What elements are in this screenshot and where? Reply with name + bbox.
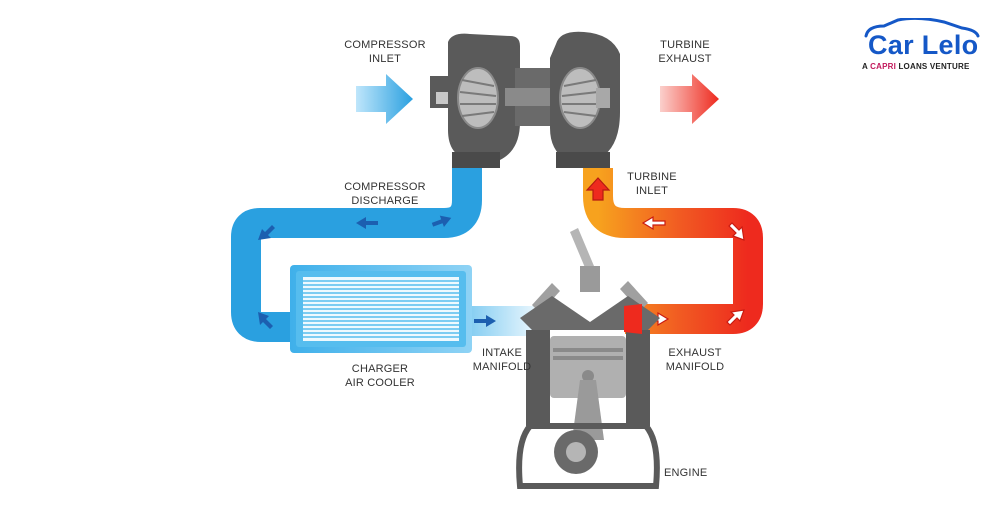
- hot-exhaust-pipe: [583, 168, 763, 334]
- label-compressor-discharge: COMPRESSOR DISCHARGE: [344, 181, 426, 207]
- label-turbine-inlet: TURBINE INLET: [627, 171, 677, 197]
- brand-logo: Car Lelo A CAPRI LOANS VENTURE: [858, 18, 988, 71]
- brand-tagline: A CAPRI LOANS VENTURE: [862, 62, 970, 71]
- cold-flow-arrows: [258, 215, 496, 329]
- charger-air-cooler: [290, 265, 472, 353]
- label-exhaust-manifold: EXHAUST MANIFOLD: [665, 347, 725, 373]
- car-outline-icon: [864, 18, 980, 38]
- turbine-exhaust-arrow: [660, 74, 719, 124]
- label-intake-manifold: INTAKE MANIFOLD: [472, 347, 532, 373]
- label-charger-air-cooler: CHARGER AIR COOLER: [345, 363, 415, 389]
- compressor-inlet-arrow: [356, 74, 413, 124]
- label-compressor-inlet: COMPRESSOR INLET: [344, 39, 426, 65]
- exhaust-port: [624, 304, 642, 334]
- brand-name: Car Lelo: [868, 30, 979, 60]
- turbocharger: [430, 31, 620, 168]
- label-turbine-exhaust: TURBINE EXHAUST: [658, 39, 712, 65]
- cold-air-pipe: [231, 158, 482, 342]
- label-engine: ENGINE: [664, 467, 708, 479]
